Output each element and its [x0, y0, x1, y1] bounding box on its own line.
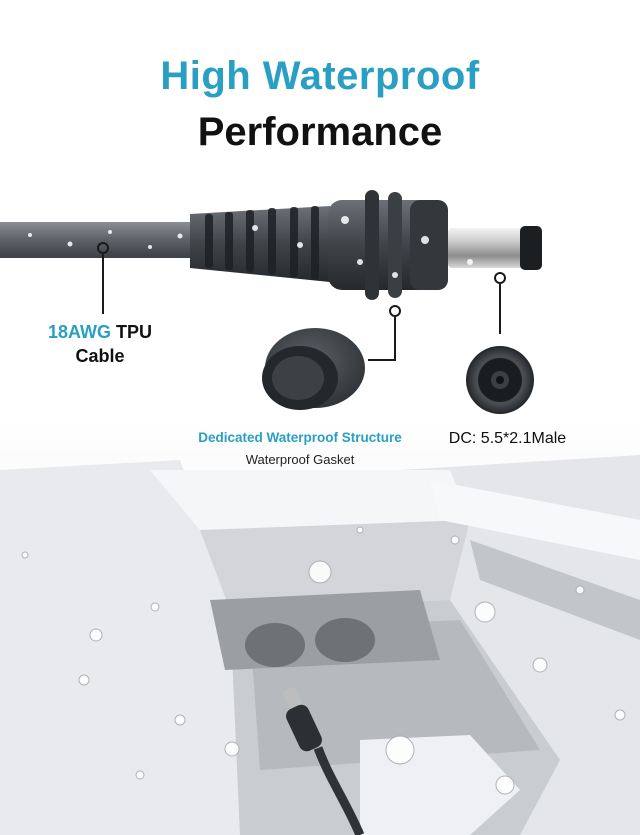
structure-label: Dedicated Waterproof Structure — [198, 430, 402, 445]
cable-label: 18AWG TPU Cable — [40, 320, 160, 368]
gasket-callout-dot — [389, 305, 401, 317]
gasket-callout-line-v — [394, 317, 396, 360]
title-line-2: Performance — [197, 110, 443, 154]
cable-label-accent: 18AWG — [47, 322, 111, 342]
gasket-label: Waterproof Gasket — [245, 452, 355, 467]
cable-callout-line — [102, 254, 104, 314]
title-line-1: High Waterproof — [160, 54, 480, 98]
dc-label: DC: 5.5*2.1Male — [448, 430, 567, 447]
cable-label-rest: TPU — [111, 322, 153, 342]
cable-callout-dot — [97, 242, 109, 254]
dc-callout-dot — [494, 272, 506, 284]
gasket-callout-line-h — [368, 359, 396, 361]
dc-callout-line — [499, 284, 501, 334]
cable-label-line2: Cable — [75, 346, 125, 366]
